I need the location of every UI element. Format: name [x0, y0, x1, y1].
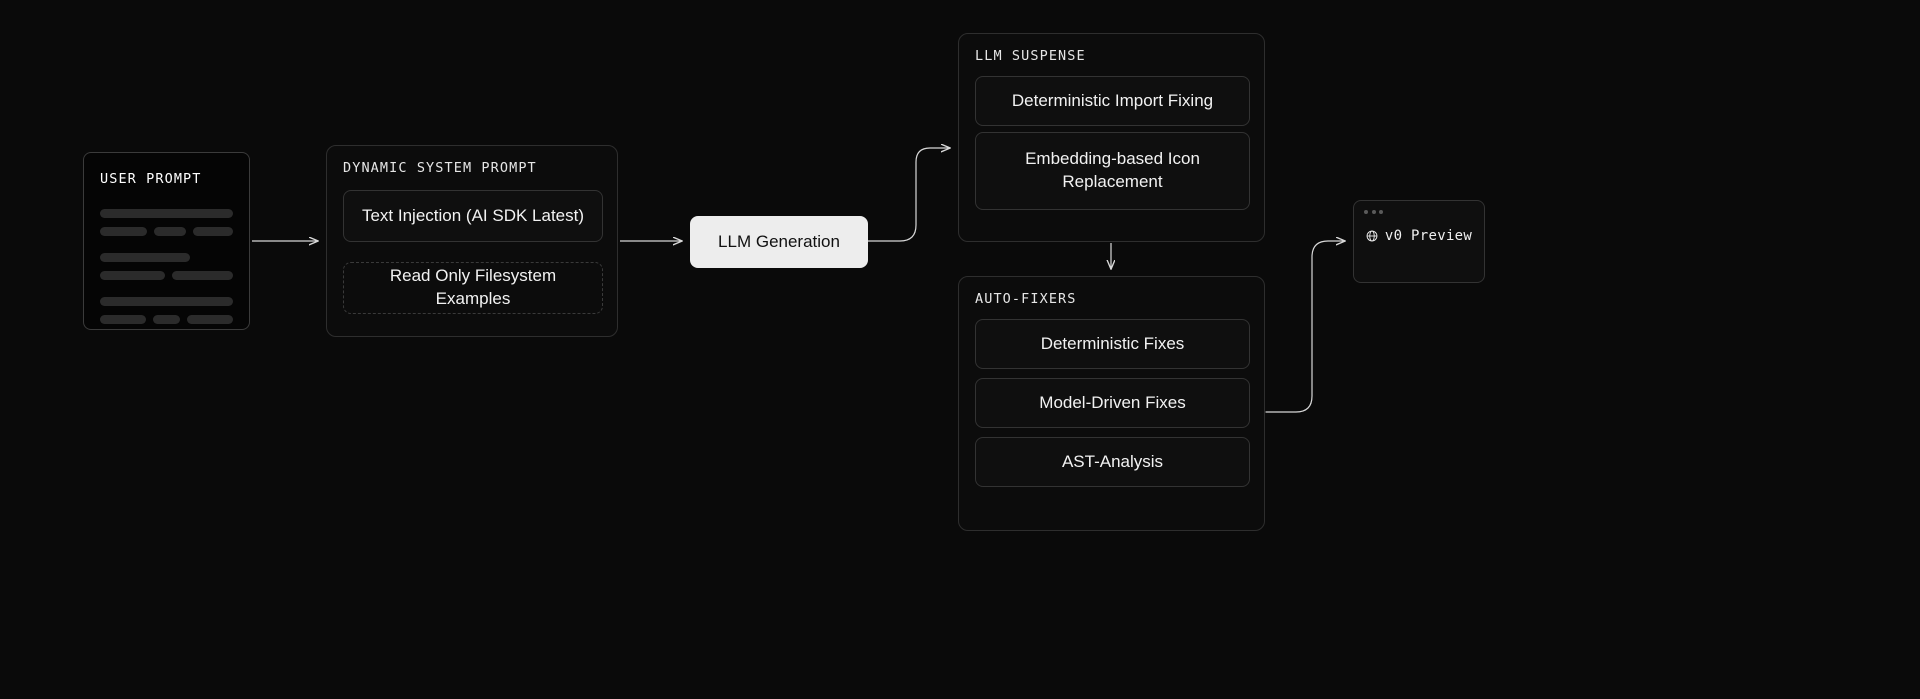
skeleton-bar: [100, 297, 233, 306]
user-prompt-title: USER PROMPT: [100, 171, 202, 187]
skeleton-bar: [100, 253, 190, 262]
dynamic-system-prompt-group[interactable]: DYNAMIC SYSTEM PROMPT Text Injection (AI…: [326, 145, 618, 337]
edge-llm-generation-to-llm-suspense: [867, 148, 950, 242]
skeleton-bar: [153, 227, 187, 236]
deterministic-import-fixing-card[interactable]: Deterministic Import Fixing: [975, 76, 1250, 126]
auto-fixers-group[interactable]: AUTO-FIXERS Deterministic Fixes Model-Dr…: [958, 276, 1265, 531]
user-prompt-card[interactable]: USER PROMPT: [83, 152, 250, 330]
window-dot-minimize-icon: [1371, 210, 1376, 214]
skeleton-bar: [100, 315, 146, 324]
window-dots: [1364, 210, 1474, 214]
text-injection-card[interactable]: Text Injection (AI SDK Latest): [343, 190, 603, 242]
auto-fixers-title: AUTO-FIXERS: [975, 291, 1077, 307]
user-prompt-skeleton: [100, 209, 233, 324]
window-dot-maximize-icon: [1379, 210, 1383, 214]
v0-preview-window[interactable]: v0 Preview: [1353, 200, 1485, 283]
skeleton-bar: [100, 209, 233, 218]
edge-auto-fixers-to-v0-preview: [1265, 241, 1345, 413]
v0-preview-label: v0 Preview: [1384, 228, 1473, 244]
skeleton-row: [100, 271, 233, 280]
read-only-filesystem-examples-card[interactable]: Read Only Filesystem Examples: [343, 262, 603, 314]
skeleton-bar: [171, 271, 233, 280]
skeleton-row: [100, 315, 233, 324]
skeleton-row: [100, 227, 233, 236]
llm-generation-node[interactable]: LLM Generation: [690, 216, 868, 268]
dynamic-system-prompt-title: DYNAMIC SYSTEM PROMPT: [343, 160, 537, 176]
skeleton-row: [100, 297, 233, 306]
v0-preview-label-row: v0 Preview: [1364, 228, 1474, 244]
skeleton-bar: [187, 315, 233, 324]
skeleton-bar: [100, 227, 147, 236]
model-driven-fixes-card[interactable]: Model-Driven Fixes: [975, 378, 1250, 428]
skeleton-row: [100, 209, 233, 218]
skeleton-bar: [100, 271, 165, 280]
skeleton-row: [100, 253, 233, 262]
skeleton-bar: [152, 315, 181, 324]
embedding-based-icon-replacement-card[interactable]: Embedding-based Icon Replacement: [975, 132, 1250, 210]
skeleton-bar: [193, 227, 233, 236]
llm-suspense-group[interactable]: LLM SUSPENSE Deterministic Import Fixing…: [958, 33, 1265, 242]
ast-analysis-card[interactable]: AST-Analysis: [975, 437, 1250, 487]
llm-suspense-title: LLM SUSPENSE: [975, 48, 1086, 64]
globe-icon: [1366, 230, 1378, 242]
deterministic-fixes-card[interactable]: Deterministic Fixes: [975, 319, 1250, 369]
window-dot-close-icon: [1364, 210, 1368, 214]
